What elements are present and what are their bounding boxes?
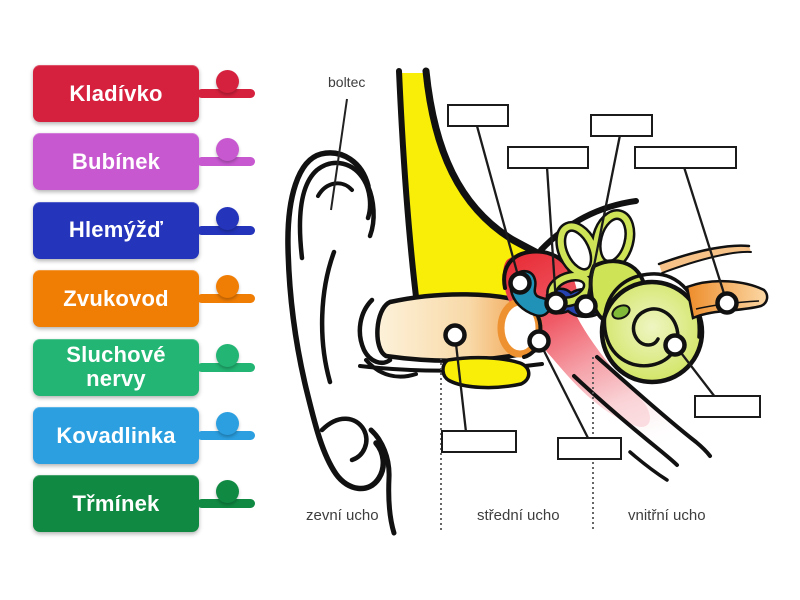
target-point <box>508 271 532 295</box>
target-point <box>663 333 687 357</box>
tag-connector-dot <box>216 412 239 435</box>
tag-connector-stem <box>197 157 255 167</box>
caption-boltec: boltec <box>328 74 366 90</box>
tag-connector-dot <box>216 138 239 162</box>
tag-connector-stem <box>197 89 255 98</box>
answer-slot[interactable] <box>694 395 761 418</box>
target-points <box>443 271 739 357</box>
word-tag[interactable]: Zvukovod <box>33 270 255 328</box>
word-tag-label: Zvukovod <box>63 285 169 311</box>
target-point <box>527 329 551 353</box>
word-tag[interactable]: Kladívko <box>33 65 255 122</box>
answer-slot[interactable] <box>447 104 509 127</box>
word-tag-label: Kladívko <box>69 80 163 106</box>
slot-leader-lines <box>453 125 729 439</box>
tag-connector-dot <box>216 206 239 230</box>
word-tag[interactable]: Třmínek <box>33 475 255 533</box>
word-tag-label: Kovadlinka <box>56 422 176 448</box>
tag-connector-dot <box>216 343 239 367</box>
answer-slot[interactable] <box>557 437 622 460</box>
tag-connector-stem <box>197 431 255 440</box>
answer-slot[interactable] <box>507 146 589 169</box>
word-tag[interactable]: Sluchové nervy <box>33 338 255 396</box>
target-point <box>715 291 739 315</box>
word-tag-label: Třmínek <box>72 491 160 517</box>
word-tag-label: Sluchové nervy <box>66 342 166 392</box>
target-point <box>544 291 568 315</box>
region-label-inner-ear: vnitřní ucho <box>628 507 706 524</box>
word-tag-label: Hlemýžď <box>68 217 164 243</box>
tag-connector-dot <box>216 275 239 299</box>
answer-slot[interactable] <box>634 146 737 169</box>
tag-connector-stem <box>197 362 255 372</box>
tag-connector-dot <box>216 480 239 504</box>
target-point <box>443 323 467 347</box>
target-point <box>574 294 598 318</box>
answer-slot[interactable] <box>441 430 517 453</box>
region-label-outer-ear: zevní ucho <box>306 507 379 524</box>
word-tag[interactable]: Bubínek <box>33 133 255 191</box>
word-tag[interactable]: Hlemýžď <box>33 201 255 259</box>
tag-connector-dot <box>216 70 239 93</box>
answer-slot[interactable] <box>590 114 653 137</box>
region-label-middle-ear: střední ucho <box>477 507 560 524</box>
tag-connector-stem <box>197 294 255 304</box>
word-tag[interactable]: Kovadlinka <box>33 407 255 464</box>
tag-connector-stem <box>197 225 255 235</box>
pinna <box>285 150 418 536</box>
word-tag-label: Bubínek <box>71 149 161 175</box>
cochlea <box>599 279 705 385</box>
tag-connector-stem <box>197 499 255 509</box>
